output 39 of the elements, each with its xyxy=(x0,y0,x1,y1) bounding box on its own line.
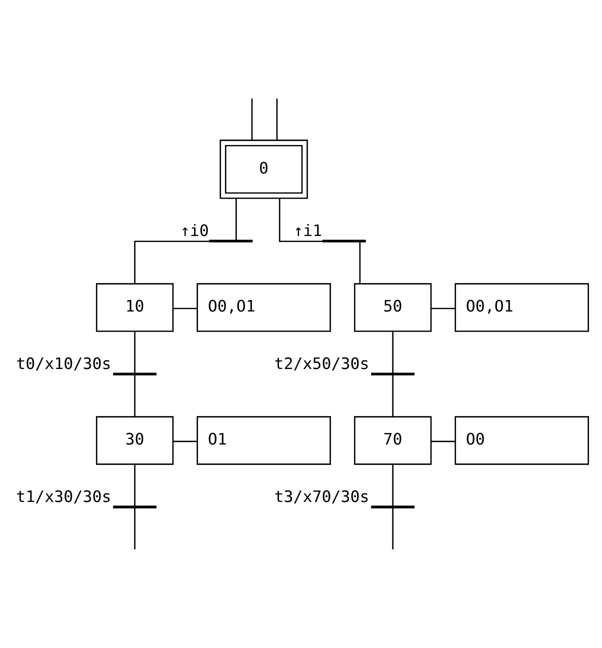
connector xyxy=(431,308,456,310)
node-box: 30 xyxy=(96,416,174,465)
connector xyxy=(392,374,394,416)
node-box: O0,O1 xyxy=(454,283,589,332)
connector xyxy=(251,98,253,140)
node-label: t3/x70/30s xyxy=(274,486,370,506)
connector xyxy=(134,240,210,284)
node-bar xyxy=(209,240,253,242)
node-bar xyxy=(371,372,415,376)
node-box: O1 xyxy=(196,416,331,465)
connector xyxy=(134,508,136,550)
connector xyxy=(173,440,198,442)
node-bar xyxy=(113,506,156,508)
connector xyxy=(134,332,136,373)
node-bar xyxy=(113,372,156,376)
node-label: ↑i1 xyxy=(294,220,322,240)
connector xyxy=(236,198,237,240)
connector xyxy=(134,374,136,416)
node-label: ↑i0 xyxy=(180,220,209,240)
connector xyxy=(278,198,323,242)
connector xyxy=(134,464,136,506)
connector xyxy=(431,440,456,442)
connector xyxy=(392,332,394,373)
connector xyxy=(359,242,361,284)
node-box: 50 xyxy=(354,283,432,332)
node-box: O0 xyxy=(454,416,589,465)
connector xyxy=(276,98,278,140)
node-label: t2/x50/30s xyxy=(274,354,370,373)
connector xyxy=(173,308,198,310)
node-box: 10 xyxy=(96,283,174,332)
node-box: 70 xyxy=(354,416,432,465)
node-label: t1/x30/30s xyxy=(16,486,112,506)
node-bar xyxy=(322,240,366,242)
node-bar xyxy=(371,506,415,508)
connector xyxy=(392,508,394,550)
node-box: O0,O1 xyxy=(196,283,331,332)
node-box: 0 xyxy=(220,140,308,199)
connector xyxy=(392,464,394,506)
node-label: t0/x10/30s xyxy=(16,354,112,373)
